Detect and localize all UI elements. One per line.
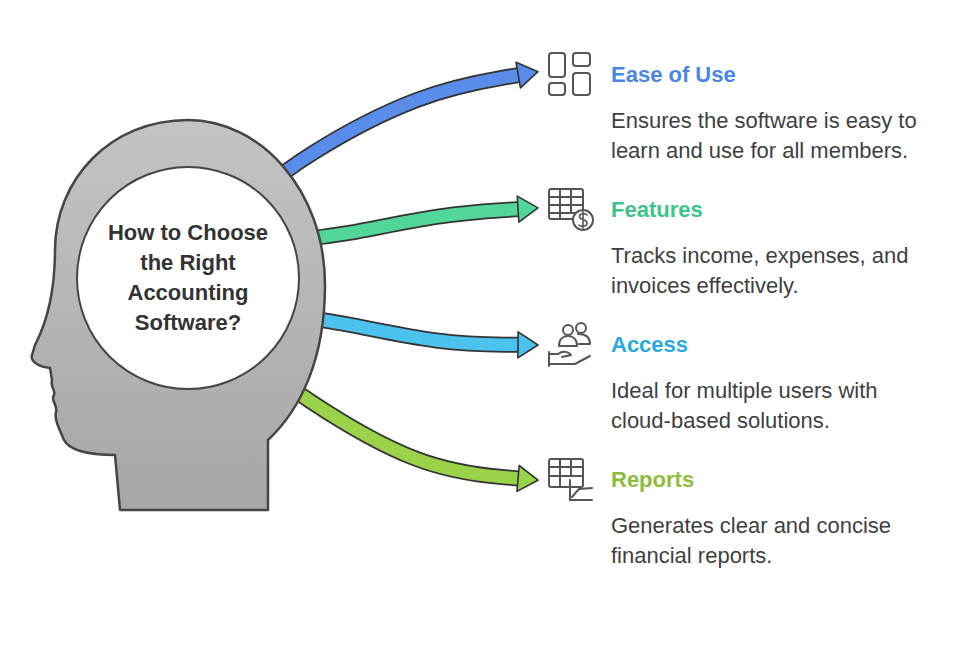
invoice-icon-part (579, 212, 587, 229)
arrow-shaft (260, 75, 518, 192)
layout-icon-part (549, 83, 565, 95)
arrow-shaft (293, 209, 518, 240)
item-description: Ideal for multiple users with cloud-base… (611, 376, 935, 436)
users-icon-part (563, 325, 573, 335)
report-icon-part (549, 459, 583, 487)
arrow-outline (260, 364, 518, 479)
arrow-outline (293, 316, 518, 345)
central-question: How to Choose the Right Accounting Softw… (95, 218, 281, 338)
layout-icon-part (549, 53, 565, 77)
arrow-shaft (293, 316, 518, 345)
flow-arrow (260, 75, 518, 192)
question-circle: How to Choose the Right Accounting Softw… (76, 166, 300, 390)
invoice-icon (549, 189, 593, 230)
flow-arrow (260, 364, 518, 479)
flow-arrow (293, 209, 518, 240)
report-icon (549, 459, 592, 500)
criterion-item: Ease of UseEnsures the software is easy … (540, 60, 940, 166)
item-heading: Reports (611, 465, 940, 495)
users-icon (549, 323, 590, 366)
flow-arrow (293, 316, 518, 345)
criterion-item: FeaturesTracks income, expenses, and inv… (540, 195, 940, 301)
layout-icon (549, 53, 590, 95)
arrow-outline (293, 209, 518, 240)
arrow-shaft (260, 364, 518, 479)
report-icon-part (570, 480, 592, 500)
invoice-icon-part (573, 210, 593, 230)
users-icon-part (559, 334, 590, 346)
item-description: Tracks income, expenses, and invoices ef… (611, 241, 935, 301)
criterion-item: AccessIdeal for multiple users with clou… (540, 330, 940, 436)
head-silhouette (32, 120, 325, 510)
invoice-icon-part (549, 189, 583, 219)
item-heading: Features (611, 195, 940, 225)
arrow-outline (260, 75, 518, 192)
item-description: Ensures the software is easy to learn an… (611, 106, 935, 166)
invoice-icon-part (549, 189, 583, 219)
item-heading: Ease of Use (611, 60, 940, 90)
layout-icon-part (573, 73, 590, 95)
criterion-item: ReportsGenerates clear and concise finan… (540, 465, 940, 571)
item-heading: Access (611, 330, 940, 360)
layout-icon-part (573, 53, 590, 66)
item-description: Generates clear and concise financial re… (611, 511, 935, 571)
users-icon-part (576, 323, 586, 333)
report-icon-part (549, 459, 583, 487)
users-icon-part (549, 352, 590, 366)
